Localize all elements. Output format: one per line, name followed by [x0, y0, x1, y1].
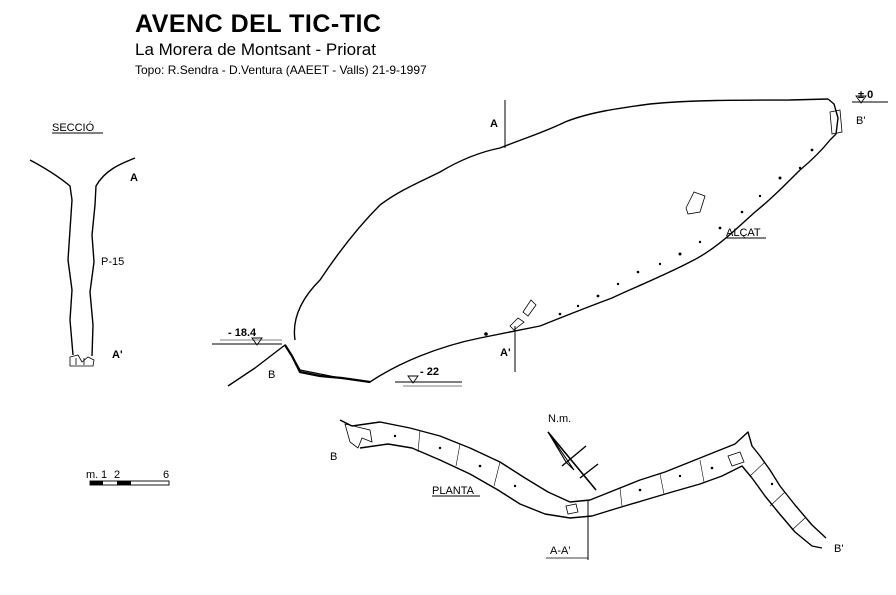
section-heading: SECCIÓ	[52, 121, 95, 134]
plan-label-b-prime: B'	[834, 543, 843, 555]
depth-marker-entrance-icon	[855, 95, 867, 104]
depth-bottom-label: - 22	[420, 366, 439, 378]
elevation-block-large	[685, 191, 706, 215]
section-label-a: A	[130, 172, 138, 184]
section-pitch-label: P-15	[101, 256, 124, 268]
plan-heading: PLANTA	[432, 485, 475, 497]
scale-bar-segment-2	[117, 481, 131, 485]
north-arrow-icon	[547, 431, 599, 491]
elevation-rubble	[484, 148, 814, 336]
plan-outline-lower	[359, 443, 823, 549]
section-label-a-prime: A'	[112, 349, 123, 361]
elevation-label-a-prime: A'	[500, 347, 511, 359]
plan-rubble	[393, 434, 774, 492]
section-floor-blocks	[69, 354, 95, 367]
elevation-label-b-prime: B'	[856, 115, 865, 127]
plan-block-1	[727, 451, 745, 467]
elevation-ceiling	[293, 98, 829, 341]
survey-credits: Topo: R.Sendra - D.Ventura (AAEET - Vall…	[135, 63, 427, 77]
plan-block-2	[565, 503, 579, 515]
depth-entrance-label: ± 0	[858, 89, 873, 101]
plan-view: A-A' B B' PLANTA N.m.	[330, 413, 843, 560]
depth-marker-left-icon	[251, 337, 263, 346]
elevation-floor-thick	[284, 344, 371, 384]
scale-tick-2: 2	[114, 469, 120, 481]
section-wall-right	[89, 157, 136, 357]
north-label: N.m.	[548, 413, 571, 425]
elevation-entrance-wall	[539, 98, 839, 327]
scale-bar: m. 1 2 6	[86, 469, 170, 486]
elevation-entrance-block	[829, 109, 843, 135]
plan-section-mark: A-A'	[550, 545, 570, 557]
plan-cross-lines	[417, 429, 806, 531]
elevation-block-small-1	[522, 299, 537, 317]
scale-tick-1: 1	[101, 469, 107, 481]
section-wall-left	[29, 159, 74, 356]
elevation-label-a: A	[490, 118, 498, 130]
plan-entrance-shaft	[344, 423, 373, 449]
scale-tick-6: 6	[163, 469, 169, 481]
survey-location: La Morera de Montsant - Priorat	[135, 40, 376, 59]
scale-bar-segment-1	[90, 481, 103, 485]
depth-left-label: - 18.4	[228, 327, 257, 339]
elevation-label-b: B	[268, 369, 275, 381]
elevation-block-small-2	[509, 317, 525, 331]
elevation-heading: ALÇAT	[726, 227, 761, 239]
plan-label-b: B	[330, 451, 337, 463]
section-view: SECCIÓ A P-15 A'	[29, 121, 138, 367]
plan-outline-upper	[339, 419, 827, 539]
elevation-view: A A' B B' ± 0 - 18.4 - 22 ALÇAT	[212, 89, 888, 387]
depth-marker-bottom-icon	[407, 375, 419, 384]
scale-unit: m.	[86, 469, 98, 481]
survey-title: AVENC DEL TIC-TIC	[135, 10, 382, 38]
